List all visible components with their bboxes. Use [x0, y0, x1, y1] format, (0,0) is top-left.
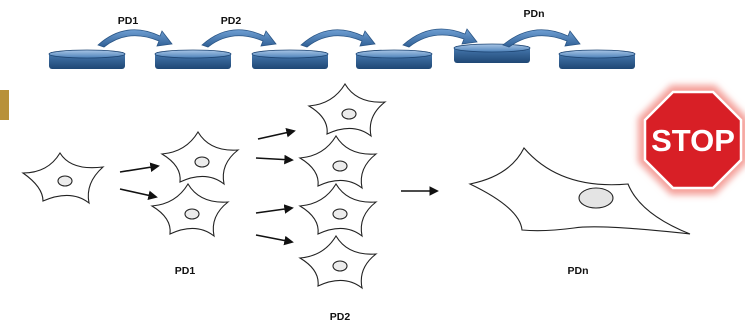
- top-label-pd1: PD1: [118, 15, 139, 27]
- division-arrow: [257, 127, 296, 140]
- cell-icon: [150, 182, 230, 238]
- edge-letter-fragment: [0, 90, 9, 120]
- culture-dish-row: [48, 43, 636, 69]
- curved-arrow-icon: [300, 29, 376, 48]
- division-arrow: [255, 234, 294, 246]
- cell-icon: [298, 234, 378, 290]
- top-label-pdn: PDn: [524, 8, 545, 20]
- curved-arrow-icon: [201, 29, 277, 48]
- cell-icon: [298, 134, 378, 190]
- cell-icon: [160, 130, 240, 186]
- cell-icon: [21, 151, 105, 205]
- culture-dish-icon: [48, 49, 126, 69]
- stop-sign-text: STOP: [651, 123, 735, 158]
- cell-icon: [298, 182, 378, 238]
- division-arrow: [255, 204, 294, 214]
- curved-arrow-icon: [402, 28, 478, 48]
- curved-arrow-icon: [502, 29, 581, 48]
- culture-dish-icon: [558, 49, 636, 69]
- culture-dish-icon: [251, 49, 329, 69]
- bottom-label-pd1: PD1: [175, 265, 196, 277]
- division-arrows: [119, 127, 439, 246]
- passage-arrows: [97, 28, 581, 48]
- bottom-label-pdn: PDn: [568, 265, 589, 277]
- division-arrow: [119, 188, 158, 201]
- culture-dish-icon: [355, 49, 433, 69]
- stop-sign-icon: STOP: [638, 85, 745, 195]
- division-arrow: [255, 154, 294, 165]
- top-label-pd2: PD2: [221, 15, 242, 27]
- cell-icon: [307, 82, 387, 138]
- cells: [21, 82, 691, 290]
- bottom-label-pd2: PD2: [330, 311, 351, 323]
- senescent-cell-icon: [468, 147, 691, 235]
- curved-arrow-icon: [97, 29, 173, 48]
- culture-dish-icon: [453, 43, 531, 63]
- culture-dish-icon: [154, 49, 232, 69]
- division-arrow: [119, 162, 160, 173]
